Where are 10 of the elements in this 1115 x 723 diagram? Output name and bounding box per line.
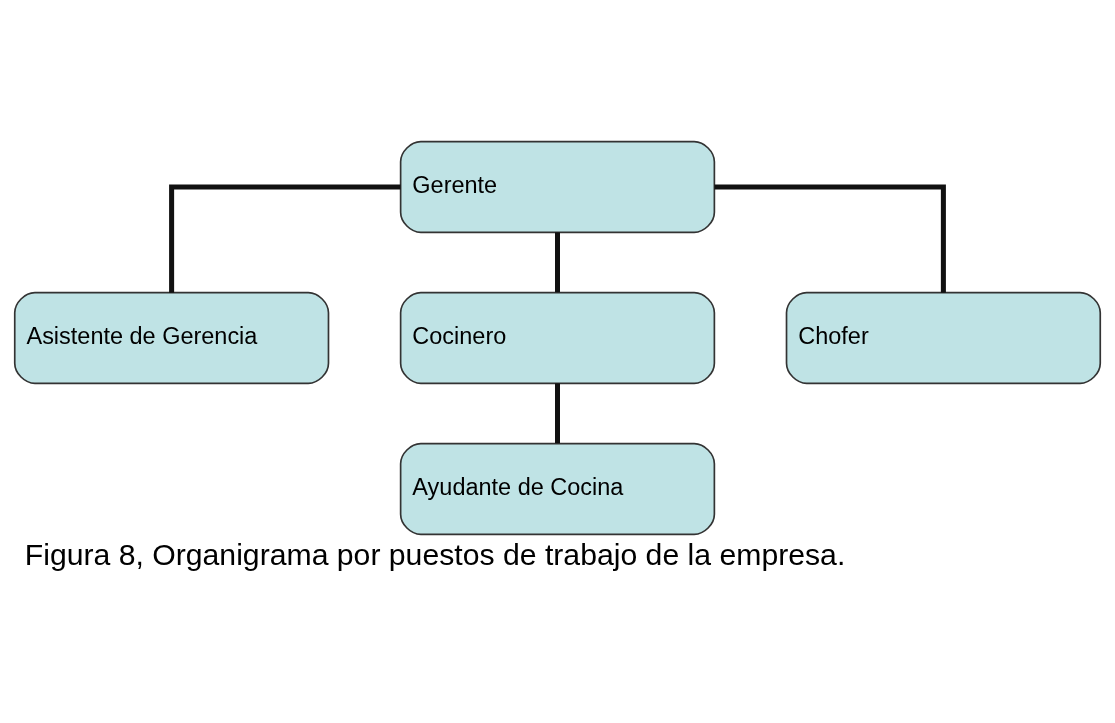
node-box: Gerente	[399, 140, 716, 234]
node-box: Cocinero	[399, 291, 716, 385]
connector	[714, 184, 946, 293]
connector	[555, 232, 560, 293]
connector	[555, 383, 560, 444]
node-box: Asistente de Gerencia	[13, 291, 330, 385]
node-box: Ayudante de Cocina	[399, 442, 716, 536]
connector	[169, 184, 401, 293]
caption: Figura 8, Organigrama por puestos de trabajo de la empresa.	[24, 538, 846, 572]
node-box: Chofer	[785, 291, 1102, 385]
